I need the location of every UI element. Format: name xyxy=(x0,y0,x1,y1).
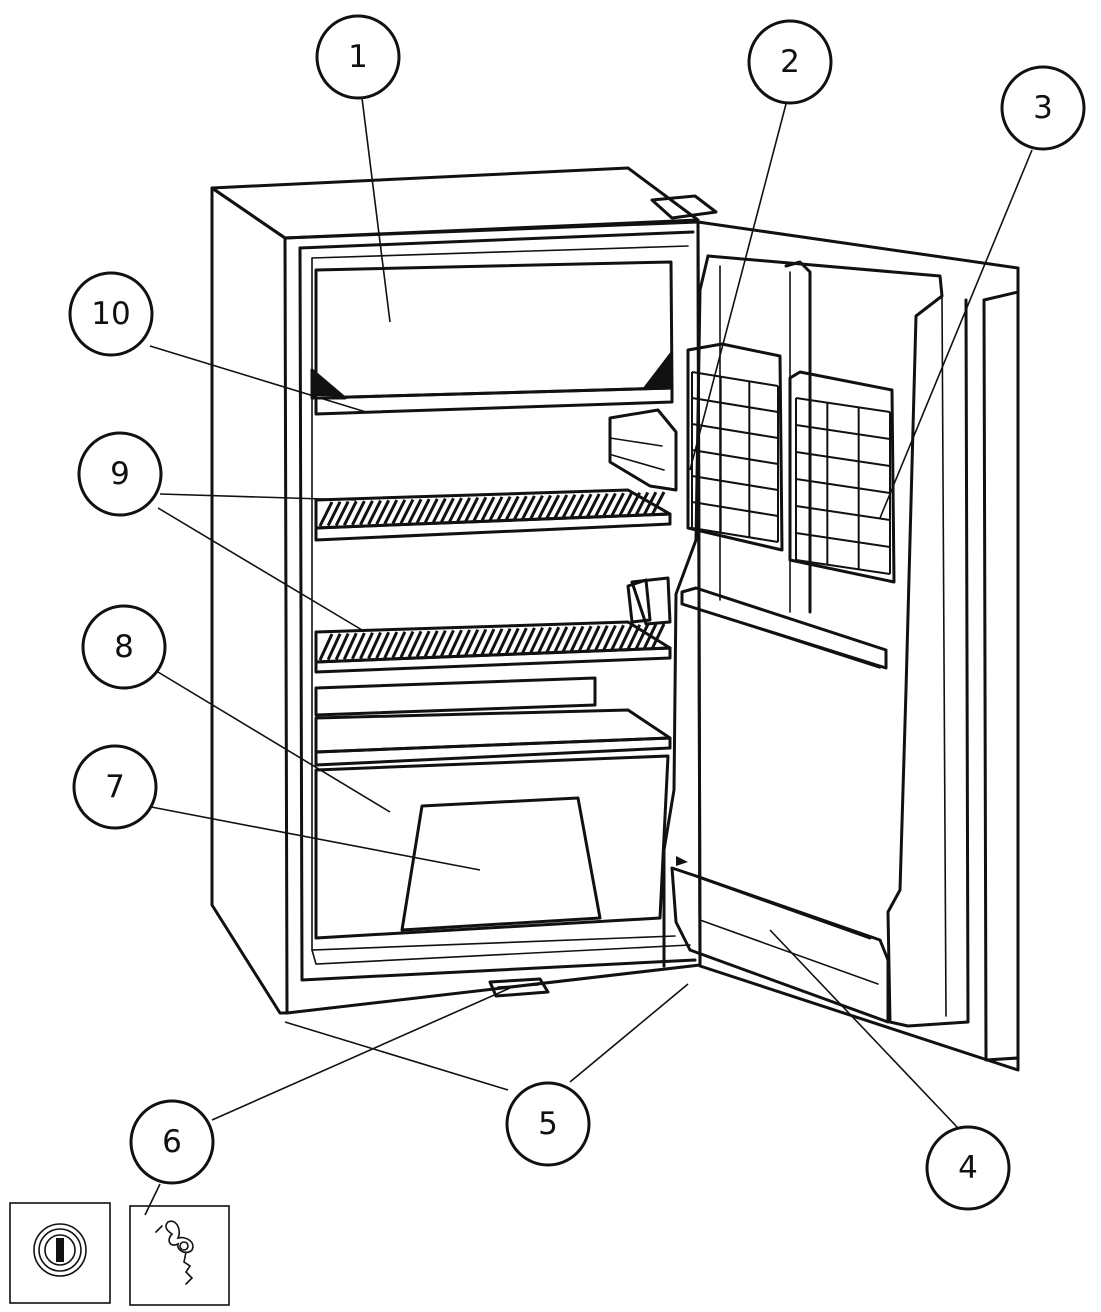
callout-3: 3 xyxy=(1000,65,1086,151)
wire-shelf-upper xyxy=(314,488,672,542)
crisper-drawer xyxy=(314,754,670,940)
callout-1: 1 xyxy=(315,14,401,100)
callout-5: 5 xyxy=(505,1081,591,1167)
callout-7: 7 xyxy=(72,744,158,830)
callout-9-label: 9 xyxy=(110,456,130,492)
callout-3-label: 3 xyxy=(1033,90,1053,126)
callout-2-label: 2 xyxy=(780,44,800,80)
cabinet xyxy=(210,166,702,1015)
door xyxy=(626,220,1020,1072)
lock-cylinder-icon xyxy=(33,1223,87,1277)
callout-2: 2 xyxy=(747,19,833,105)
callout-10: 10 xyxy=(68,271,154,357)
callout-6: 6 xyxy=(129,1099,215,1185)
callout-4: 4 xyxy=(925,1125,1011,1211)
key-icon xyxy=(155,1220,194,1285)
callout-7-label: 7 xyxy=(105,769,125,805)
callout-4-label: 4 xyxy=(958,1150,978,1186)
leader-lines xyxy=(144,97,1033,1216)
crisper-cover xyxy=(314,676,672,767)
callout-1-label: 1 xyxy=(348,39,368,75)
callout-8: 8 xyxy=(81,604,167,690)
thermostat-box xyxy=(310,260,674,416)
lock-detail-box xyxy=(9,1202,111,1304)
callout-8-label: 8 xyxy=(114,629,134,665)
side-box xyxy=(608,408,678,492)
callout-9: 9 xyxy=(77,431,163,517)
front-lock xyxy=(488,977,550,998)
top-cap xyxy=(650,194,718,220)
callout-5-label: 5 xyxy=(538,1106,558,1142)
callout-10-label: 10 xyxy=(91,296,130,332)
callout-6-label: 6 xyxy=(162,1124,182,1160)
wire-shelf-lower xyxy=(314,620,672,674)
key-detail-box xyxy=(129,1205,230,1306)
